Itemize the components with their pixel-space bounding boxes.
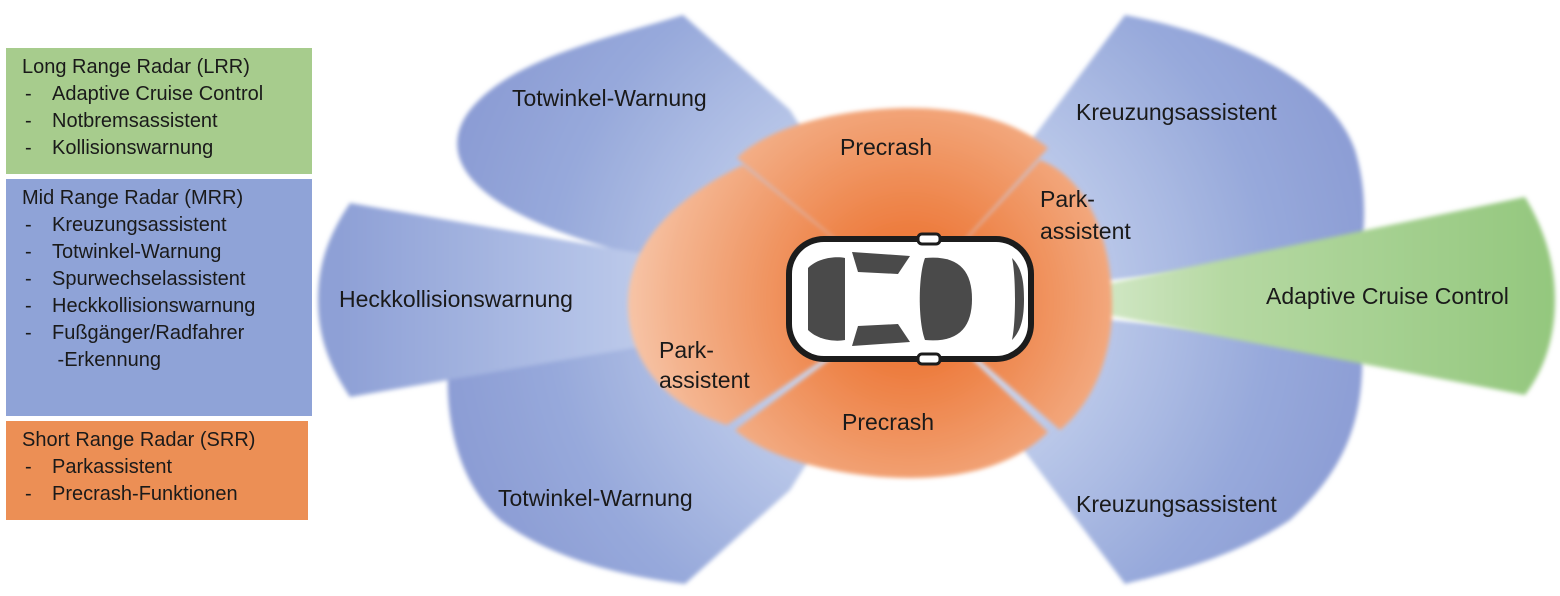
legend-mrr: Mid Range Radar (MRR) Kreuzungsassistent… — [6, 179, 312, 416]
car-icon — [786, 232, 1034, 366]
label-park-rear-line1: Park- — [659, 337, 714, 363]
legend-srr-title: Short Range Radar (SRR) — [22, 429, 256, 451]
label-blind-spot-top: Totwinkel-Warnung — [512, 85, 707, 111]
legend-srr-item: Precrash-Funktionen — [22, 481, 298, 508]
legend-mrr-list: Kreuzungsassistent Totwinkel-Warnung Spu… — [22, 212, 302, 374]
label-rear-collision: Heckkollisionswarnung — [339, 286, 573, 312]
rear-collision-zone — [318, 203, 910, 397]
legend-srr: Short Range Radar (SRR) Parkassistent Pr… — [6, 421, 308, 520]
legend-lrr-item: Adaptive Cruise Control — [22, 81, 302, 108]
park-zone-rear — [627, 165, 910, 425]
legend-srr-list: Parkassistent Precrash-Funktionen — [22, 454, 298, 508]
legend-mrr-item: Totwinkel-Warnung — [22, 239, 302, 266]
label-acc: Adaptive Cruise Control — [1266, 283, 1509, 309]
legend-lrr-list: Adaptive Cruise Control Notbremsassisten… — [22, 81, 302, 162]
legend-lrr-item: Notbremsassistent — [22, 108, 302, 135]
legend-mrr-title: Mid Range Radar (MRR) — [22, 187, 244, 209]
acc-zone — [1030, 197, 1555, 395]
label-cross-top: Kreuzungsassistent — [1076, 99, 1277, 125]
legend-mrr-item: Spurwechselassistent — [22, 266, 302, 293]
legend-mrr-item: Heckkollisionswarnung — [22, 293, 302, 320]
legend-lrr-title: Long Range Radar (LRR) — [22, 56, 250, 78]
legend-srr-item: Parkassistent — [22, 454, 298, 481]
label-park-front-line1: Park- — [1040, 186, 1095, 212]
label-cross-bottom: Kreuzungsassistent — [1076, 491, 1277, 517]
legend-mrr-item: Kreuzungsassistent — [22, 212, 302, 239]
label-park-front-line2: assistent — [1040, 218, 1131, 244]
label-precrash-top: Precrash — [840, 134, 932, 160]
legend-mrr-item-continuation: -Erkennung — [52, 349, 161, 371]
label-blind-spot-bottom: Totwinkel-Warnung — [498, 485, 693, 511]
label-park-rear-line2: assistent — [659, 367, 750, 393]
srr-zones — [627, 108, 1113, 478]
legend-lrr-item: Kollisionswarnung — [22, 135, 302, 162]
label-precrash-bottom: Precrash — [842, 409, 934, 435]
legend-mrr-item: Fußgänger/Radfahrer — [22, 320, 302, 347]
precrash-zone-bottom — [735, 300, 1048, 478]
legend-lrr: Long Range Radar (LRR) Adaptive Cruise C… — [6, 48, 312, 174]
precrash-zone-top — [737, 108, 1048, 300]
